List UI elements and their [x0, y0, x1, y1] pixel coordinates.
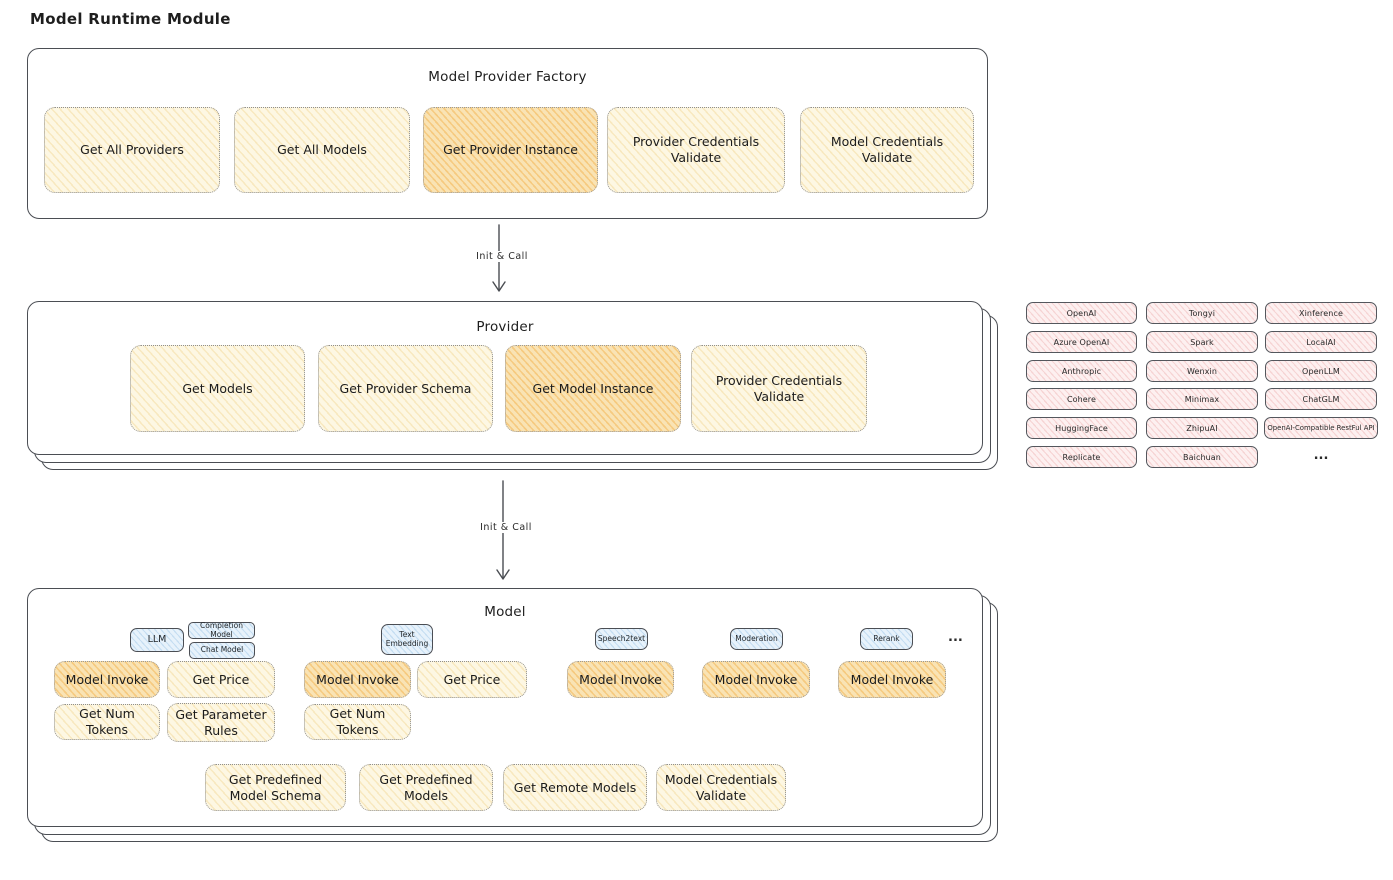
node-model-credentials-validate-factory: Model Credentials Validate	[800, 107, 974, 193]
node-llm-get-parameter-rules: Get Parameter Rules	[167, 703, 275, 742]
vendor-openai-compatible-restful-api: OpenAI-Compatible RestFul API	[1264, 417, 1378, 439]
node-llm-get-price: Get Price	[167, 661, 275, 698]
node-get-provider-schema: Get Provider Schema	[318, 345, 493, 432]
node-embedding-get-price: Get Price	[417, 661, 527, 698]
vendor-cohere: Cohere	[1026, 388, 1137, 410]
node-get-model-instance: Get Model Instance	[505, 345, 681, 432]
vendor-minimax: Minimax	[1146, 388, 1258, 410]
node-get-models: Get Models	[130, 345, 305, 432]
arrow-provider-to-model	[496, 480, 510, 580]
node-rerank-model-invoke: Model Invoke	[838, 661, 946, 698]
tag-chat-model: Chat Model	[189, 642, 255, 659]
node-get-provider-instance: Get Provider Instance	[423, 107, 598, 193]
node-provider-credentials-validate: Provider Credentials Validate	[691, 345, 867, 432]
node-speech2text-model-invoke: Model Invoke	[567, 661, 674, 698]
provider-panel-title: Provider	[476, 319, 534, 335]
model-panel-title: Model	[484, 604, 526, 620]
vendor-azure-openai: Azure OpenAI	[1026, 331, 1137, 353]
vendor-spark: Spark	[1146, 331, 1258, 353]
diagram-title: Model Runtime Module	[30, 10, 231, 28]
node-embedding-get-num-tokens: Get Num Tokens	[304, 704, 411, 740]
vendor-more-ellipsis: ...	[1313, 448, 1329, 463]
vendor-baichuan: Baichuan	[1146, 446, 1258, 468]
node-get-all-providers: Get All Providers	[44, 107, 220, 193]
vendor-replicate: Replicate	[1026, 446, 1137, 468]
tag-more-ellipsis: ...	[948, 630, 963, 645]
node-moderation-model-invoke: Model Invoke	[702, 661, 810, 698]
tag-text-embedding: Text Embedding	[381, 624, 433, 655]
node-get-remote-models: Get Remote Models	[503, 764, 647, 811]
arrow-label-init-call-2: Init & Call	[463, 522, 549, 533]
tag-completion-model: Completion Model	[188, 621, 255, 639]
node-get-predefined-model-schema: Get Predefined Model Schema	[205, 764, 346, 811]
node-model-credentials-validate: Model Credentials Validate	[656, 764, 786, 811]
tag-llm: LLM	[130, 628, 184, 652]
vendor-openllm: OpenLLM	[1265, 360, 1377, 382]
node-provider-credentials-validate-factory: Provider Credentials Validate	[607, 107, 785, 193]
vendor-huggingface: HuggingFace	[1026, 417, 1137, 439]
vendor-localai: LocalAI	[1265, 331, 1377, 353]
node-get-all-models: Get All Models	[234, 107, 410, 193]
vendor-zhipuai: ZhipuAI	[1146, 417, 1258, 439]
tag-speech2text: Speech2text	[595, 628, 648, 650]
node-embedding-model-invoke: Model Invoke	[304, 661, 411, 698]
vendor-wenxin: Wenxin	[1146, 360, 1258, 382]
tag-moderation: Moderation	[730, 628, 783, 650]
vendor-anthropic: Anthropic	[1026, 360, 1137, 382]
node-llm-model-invoke: Model Invoke	[54, 661, 160, 698]
node-get-predefined-models: Get Predefined Models	[359, 764, 493, 811]
factory-panel-title: Model Provider Factory	[428, 69, 587, 85]
tag-rerank: Rerank	[860, 628, 913, 650]
vendor-tongyi: Tongyi	[1146, 302, 1258, 324]
vendor-openai: OpenAI	[1026, 302, 1137, 324]
node-llm-get-num-tokens: Get Num Tokens	[54, 704, 160, 740]
vendor-chatglm: ChatGLM	[1265, 388, 1377, 410]
arrow-label-init-call-1: Init & Call	[459, 251, 545, 262]
vendor-xinference: Xinference	[1265, 302, 1377, 324]
